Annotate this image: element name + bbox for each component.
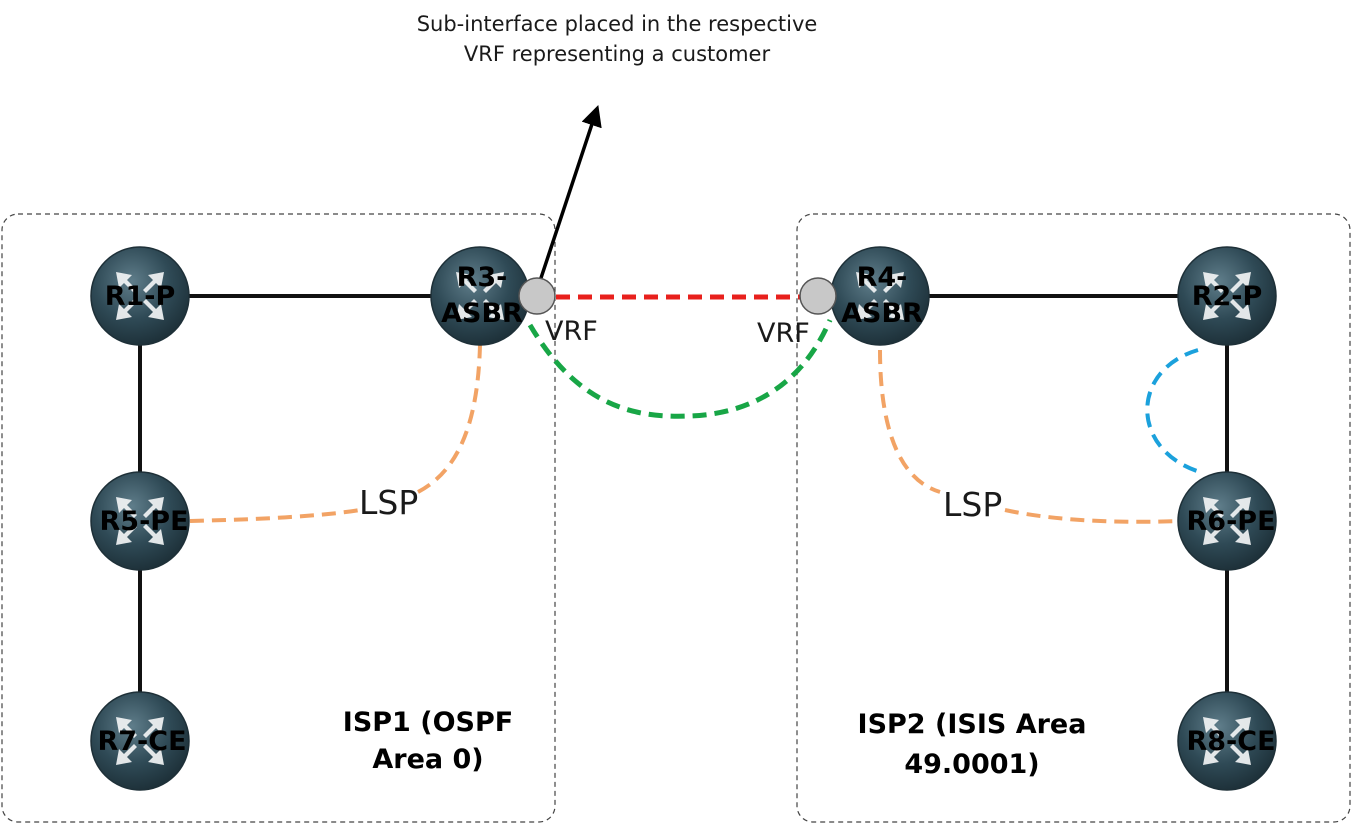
annotation-line-1: Sub-interface placed in the respective: [417, 12, 818, 36]
vrf-subinterface-icon-right[interactable]: [799, 277, 837, 315]
router-r7[interactable]: R7-CE: [90, 691, 190, 791]
router-label: R2-P: [1192, 281, 1263, 312]
lsp-right-path: [878, 349, 1179, 524]
router-r5[interactable]: R5-PE: [90, 471, 190, 571]
vrf-label-right: VRF: [757, 318, 810, 349]
annotation-line-2: VRF representing a customer: [464, 42, 771, 66]
lsp-label-right: LSP: [943, 485, 1002, 524]
router-label: R5-PE: [99, 506, 188, 537]
vrf-label-left: VRF: [545, 316, 598, 347]
router-label-line-1: R3-: [457, 262, 508, 293]
router-label: R1-P: [105, 281, 176, 312]
router-label-line-1: R4-: [857, 262, 908, 293]
isp2-area-label-line-1: ISP2 (ISIS Area: [858, 709, 1087, 740]
vrf-subinterface-icon-left[interactable]: [518, 277, 556, 315]
router-label: R7-CE: [97, 726, 186, 757]
router-r8[interactable]: R8-CE: [1177, 691, 1277, 791]
isp2-boundary: [796, 213, 1351, 823]
router-r4[interactable]: R4- ASBR: [830, 246, 930, 346]
lsp-label-left: LSP: [359, 483, 418, 522]
lsp-left-path: [189, 344, 482, 523]
router-r1[interactable]: R1-P: [90, 246, 190, 346]
annotation-arrow: [536, 105, 602, 288]
router-label-line-2: ASBR: [441, 298, 523, 329]
router-r6[interactable]: R6-PE: [1177, 471, 1277, 571]
router-label-line-2: ASBR: [841, 298, 923, 329]
isp2-area-label-line-2: 49.0001): [904, 749, 1039, 780]
router-r2[interactable]: R2-P: [1177, 246, 1277, 346]
router-r3[interactable]: R3- ASBR: [430, 246, 530, 346]
isp1-area-label-line-1: ISP1 (OSPF: [343, 707, 513, 738]
vrf-session-path: [527, 319, 833, 419]
router-label: R8-CE: [1186, 726, 1275, 757]
router-label: R6-PE: [1186, 506, 1275, 537]
igp-loop-path: [1145, 348, 1201, 474]
isp1-boundary: [1, 213, 556, 823]
isp1-area-label-line-2: Area 0): [372, 744, 483, 775]
